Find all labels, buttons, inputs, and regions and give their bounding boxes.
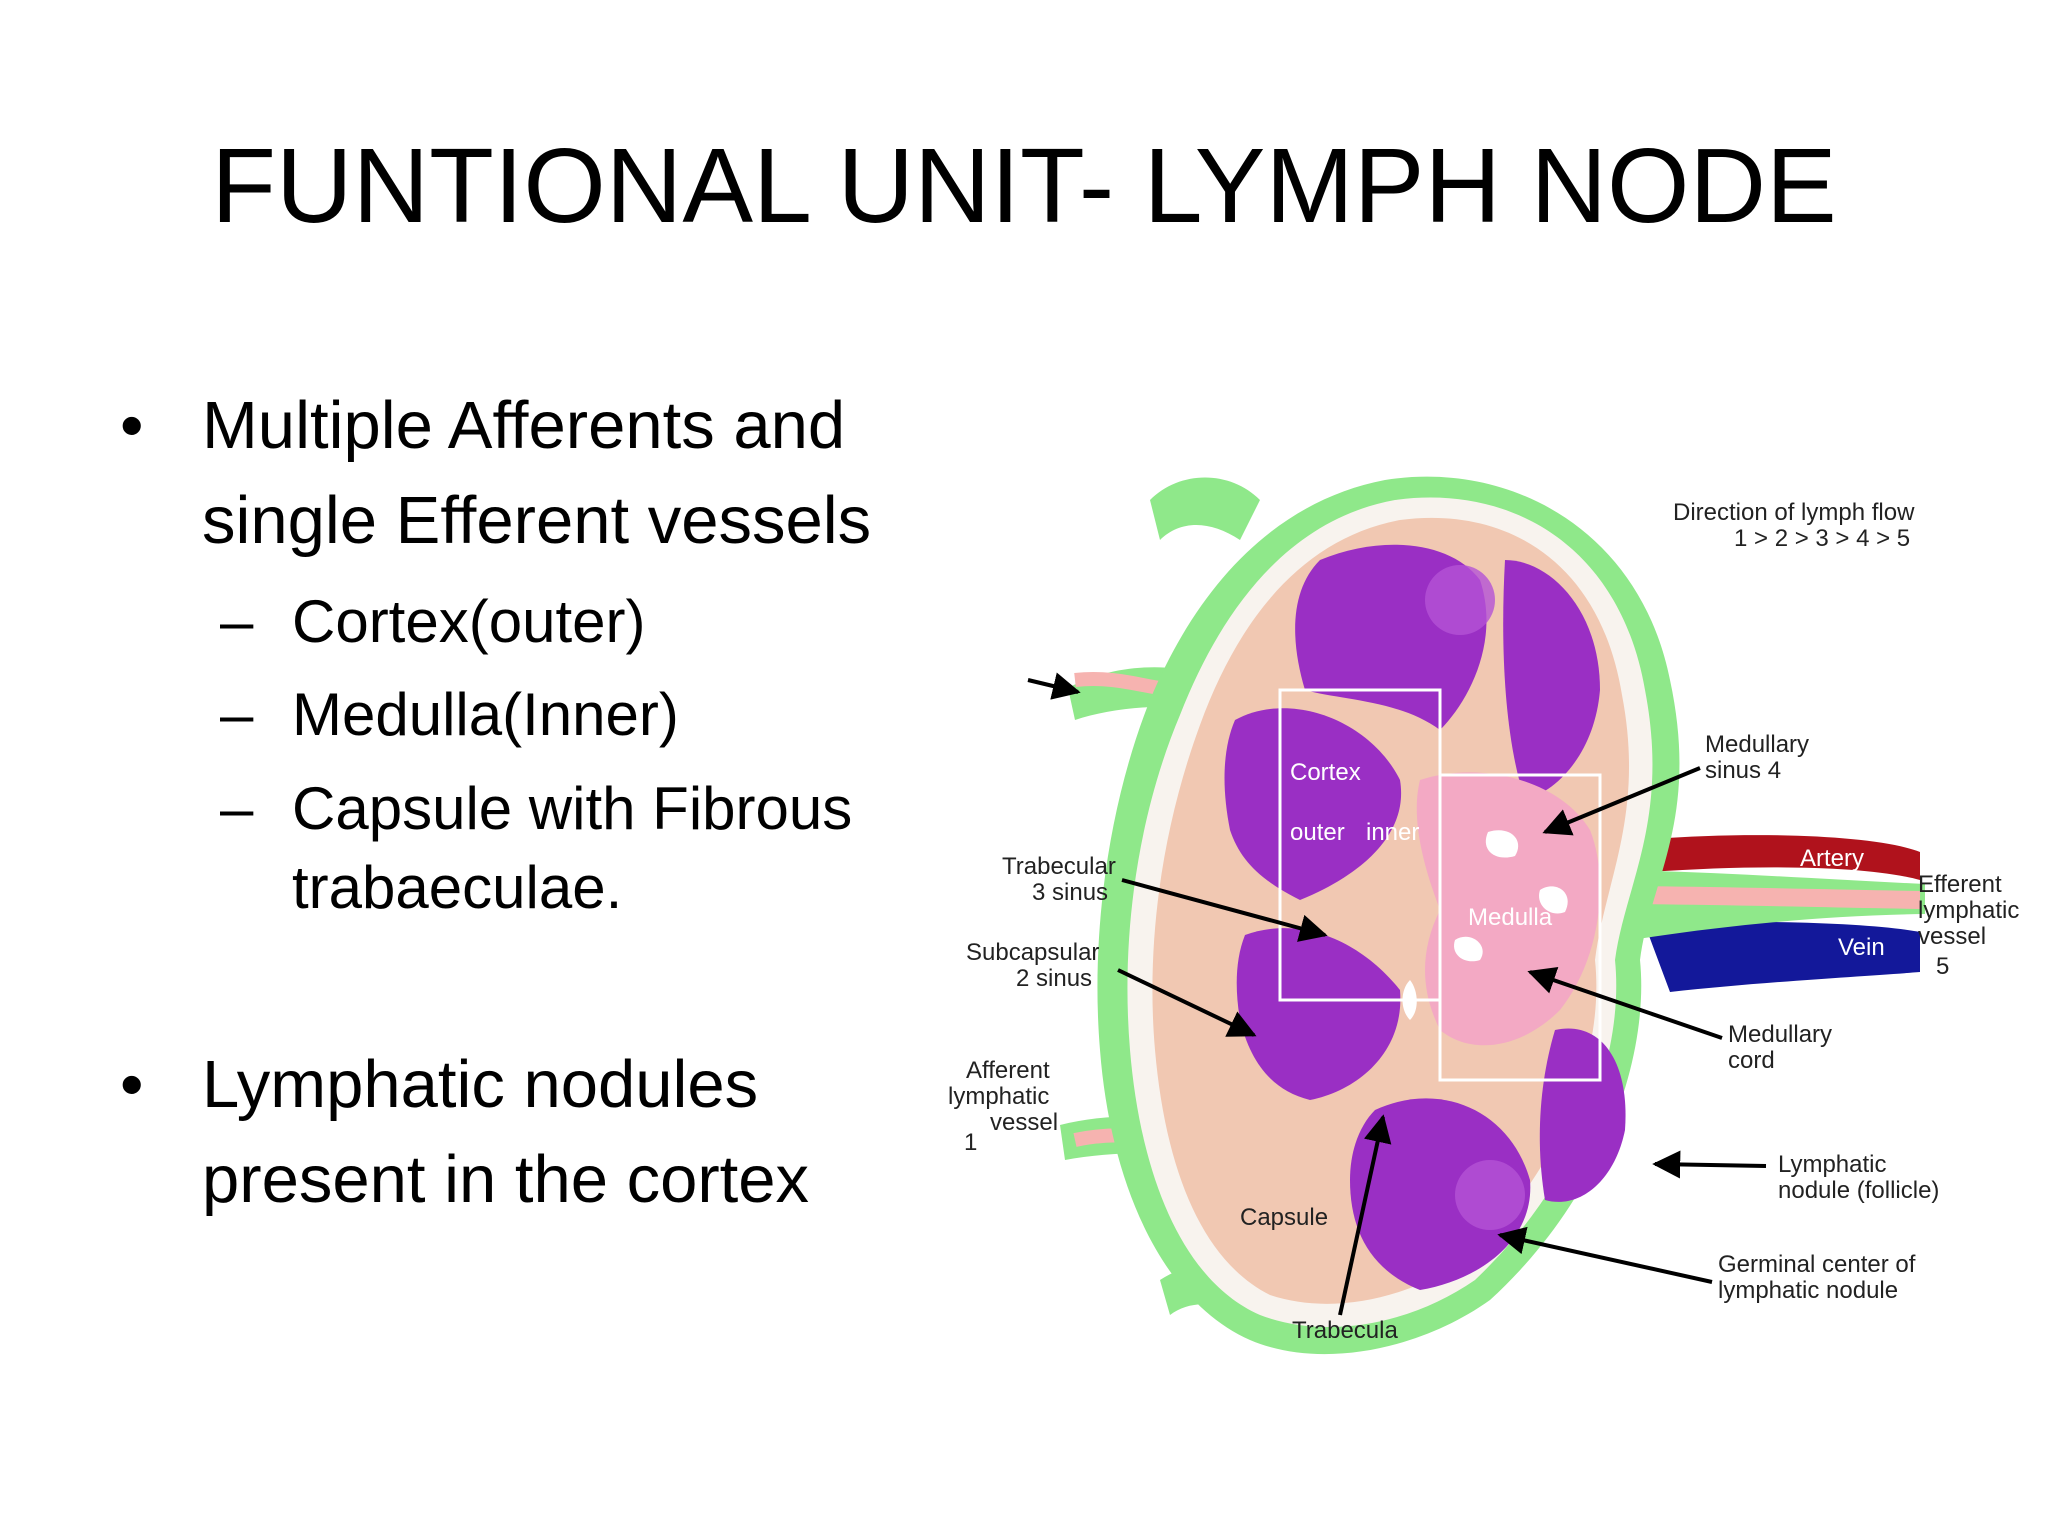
inner-label: inner — [1366, 819, 1419, 846]
outer-label: outer — [1290, 819, 1345, 846]
sub-bullet-medulla: Medulla(Inner) — [120, 675, 960, 754]
afferent-label-1: Afferent — [966, 1057, 1050, 1084]
cortex-nodules — [1224, 544, 1626, 1290]
trabecula-label: Trabecula — [1292, 1317, 1398, 1344]
germinal-label: Germinal center of — [1718, 1251, 1916, 1278]
artery-vessel — [1640, 835, 1920, 880]
afferent-label-2: lymphatic — [948, 1083, 1049, 1110]
medullary-cord-label: Medullary — [1728, 1021, 1832, 1048]
slide-title: FUNTIONAL UNIT- LYMPH NODE — [211, 127, 1837, 245]
sub-bullet-cortex: Cortex(outer) — [120, 582, 960, 661]
medullary-sinus-label-2: sinus 4 — [1705, 757, 1781, 784]
nodule-label: Lymphatic — [1778, 1151, 1887, 1178]
medullary-cord-label-2: cord — [1728, 1047, 1775, 1074]
bullet-nodules: Lymphatic nodules present in the cortex — [120, 1037, 960, 1227]
lymph-node-diagram: Cortex outer inner Medulla Artery Vein D… — [948, 476, 2019, 1355]
bullet-list: Multiple Afferents and single Efferent v… — [120, 378, 960, 1227]
vein-vessel — [1645, 921, 1920, 992]
capsule-label: Capsule — [1240, 1204, 1328, 1231]
nodule-label-2: nodule (follicle) — [1778, 1177, 1939, 1204]
subcapsular-sinus-label-2: 2 sinus — [1016, 965, 1092, 992]
subcapsular-sinus-label: Subcapsular — [966, 939, 1099, 966]
efferent-label-1: Efferent — [1918, 871, 2002, 898]
sub-bullet-capsule: Capsule with Fibrous trabaeculae. — [120, 769, 960, 927]
germinal-label-2: lymphatic nodule — [1718, 1277, 1898, 1304]
artery-label: Artery — [1800, 845, 1864, 872]
afferent-number: 1 — [964, 1129, 977, 1156]
medulla-label: Medulla — [1468, 904, 1553, 931]
pointer-arrows — [1027, 672, 1767, 1316]
efferent-number: 5 — [1936, 953, 1949, 980]
vein-label: Vein — [1838, 934, 1885, 961]
trabecular-sinus-label: Trabecular — [1002, 853, 1116, 880]
medulla-box — [1438, 773, 1602, 1082]
flow-sequence: 1 > 2 > 3 > 4 > 5 — [1734, 525, 1910, 552]
flow-title: Direction of lymph flow — [1673, 499, 1915, 526]
bullet-afferents: Multiple Afferents and single Efferent v… — [120, 378, 960, 568]
trabecular-sinus-label-2: 3 sinus — [1032, 879, 1108, 906]
medullary-sinus-label: Medullary — [1705, 731, 1809, 758]
efferent-label-3: vessel — [1918, 923, 1986, 950]
afferent-label-3: vessel — [990, 1109, 1058, 1136]
cortex-label: Cortex — [1290, 759, 1361, 786]
efferent-label-2: lymphatic — [1918, 897, 2019, 924]
